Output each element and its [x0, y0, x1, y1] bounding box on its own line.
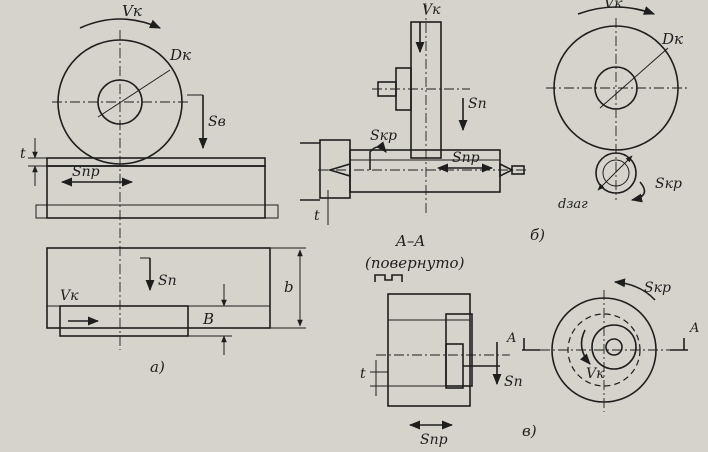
label-sn-v: Sп	[504, 374, 523, 390]
label-skr-v: Sкр	[644, 280, 671, 296]
rotation-arrow-skr-b	[630, 181, 646, 203]
rotation-arrow-vk-v	[579, 329, 591, 365]
caption-v: в)	[522, 422, 537, 440]
wheel-plan-a	[59, 305, 189, 337]
label-dzag: dзаг	[558, 197, 588, 212]
section-hatch-top	[387, 293, 471, 321]
label-dk-a: Dк	[169, 46, 191, 64]
label-snr-center: Sпр	[452, 150, 480, 166]
caption-b: б)	[530, 226, 545, 244]
label-skr-b: Sкр	[655, 176, 682, 192]
label-t-center: t	[314, 208, 320, 224]
rotation-arrow-skr-v	[613, 278, 656, 301]
label-section: A–A	[394, 232, 425, 250]
workpiece-b	[595, 152, 637, 194]
section-mark-right	[670, 338, 688, 351]
label-rotated: (повернуто)	[365, 254, 465, 272]
label-vk-center: Vк	[422, 2, 441, 18]
table-base-a	[35, 204, 279, 219]
panel-v	[370, 274, 688, 430]
internal-wheel-front	[591, 324, 637, 370]
panel-a	[28, 18, 306, 355]
label-sn-center: Sп	[468, 96, 487, 112]
label-sn-a: Sп	[158, 273, 177, 289]
rotation-arrow-skr-center	[369, 141, 387, 170]
label-t-a: t	[20, 146, 26, 162]
label-a-left: A	[506, 331, 516, 346]
label-dk-b: Dк	[661, 30, 683, 48]
label-sv-a: Sв	[208, 114, 226, 130]
label-snr-a: Sпр	[72, 164, 100, 180]
panel-center	[300, 5, 528, 225]
label-vk-a-plan: Vк	[60, 288, 79, 304]
label-t-v: t	[360, 366, 366, 382]
caption-a: а)	[150, 358, 165, 376]
label-vk-b: Vк	[604, 0, 623, 12]
plan-view-a	[46, 247, 271, 329]
label-vk-v: Vк	[586, 366, 605, 382]
chuck-jaws	[374, 274, 403, 282]
label-snr-v: Sпр	[420, 432, 448, 448]
labels: Vк Dк Sв t Sпр Sп b Vк B а) Vк Sп Sкр Sп…	[20, 0, 699, 448]
rotation-arrow-a	[79, 18, 162, 29]
section-mark-left	[522, 338, 540, 351]
panel-b	[546, 6, 690, 203]
internal-wheel-v	[445, 343, 464, 389]
section-hatch-bottom	[387, 385, 471, 407]
label-b-height: B	[202, 310, 214, 328]
rotation-arrow-b	[577, 6, 656, 15]
label-b-width: b	[284, 278, 294, 296]
label-vk-a: Vк	[122, 2, 142, 20]
section-body-v	[387, 293, 471, 407]
label-a-right: A	[689, 321, 699, 336]
label-skr-center: Sкр	[370, 128, 397, 144]
